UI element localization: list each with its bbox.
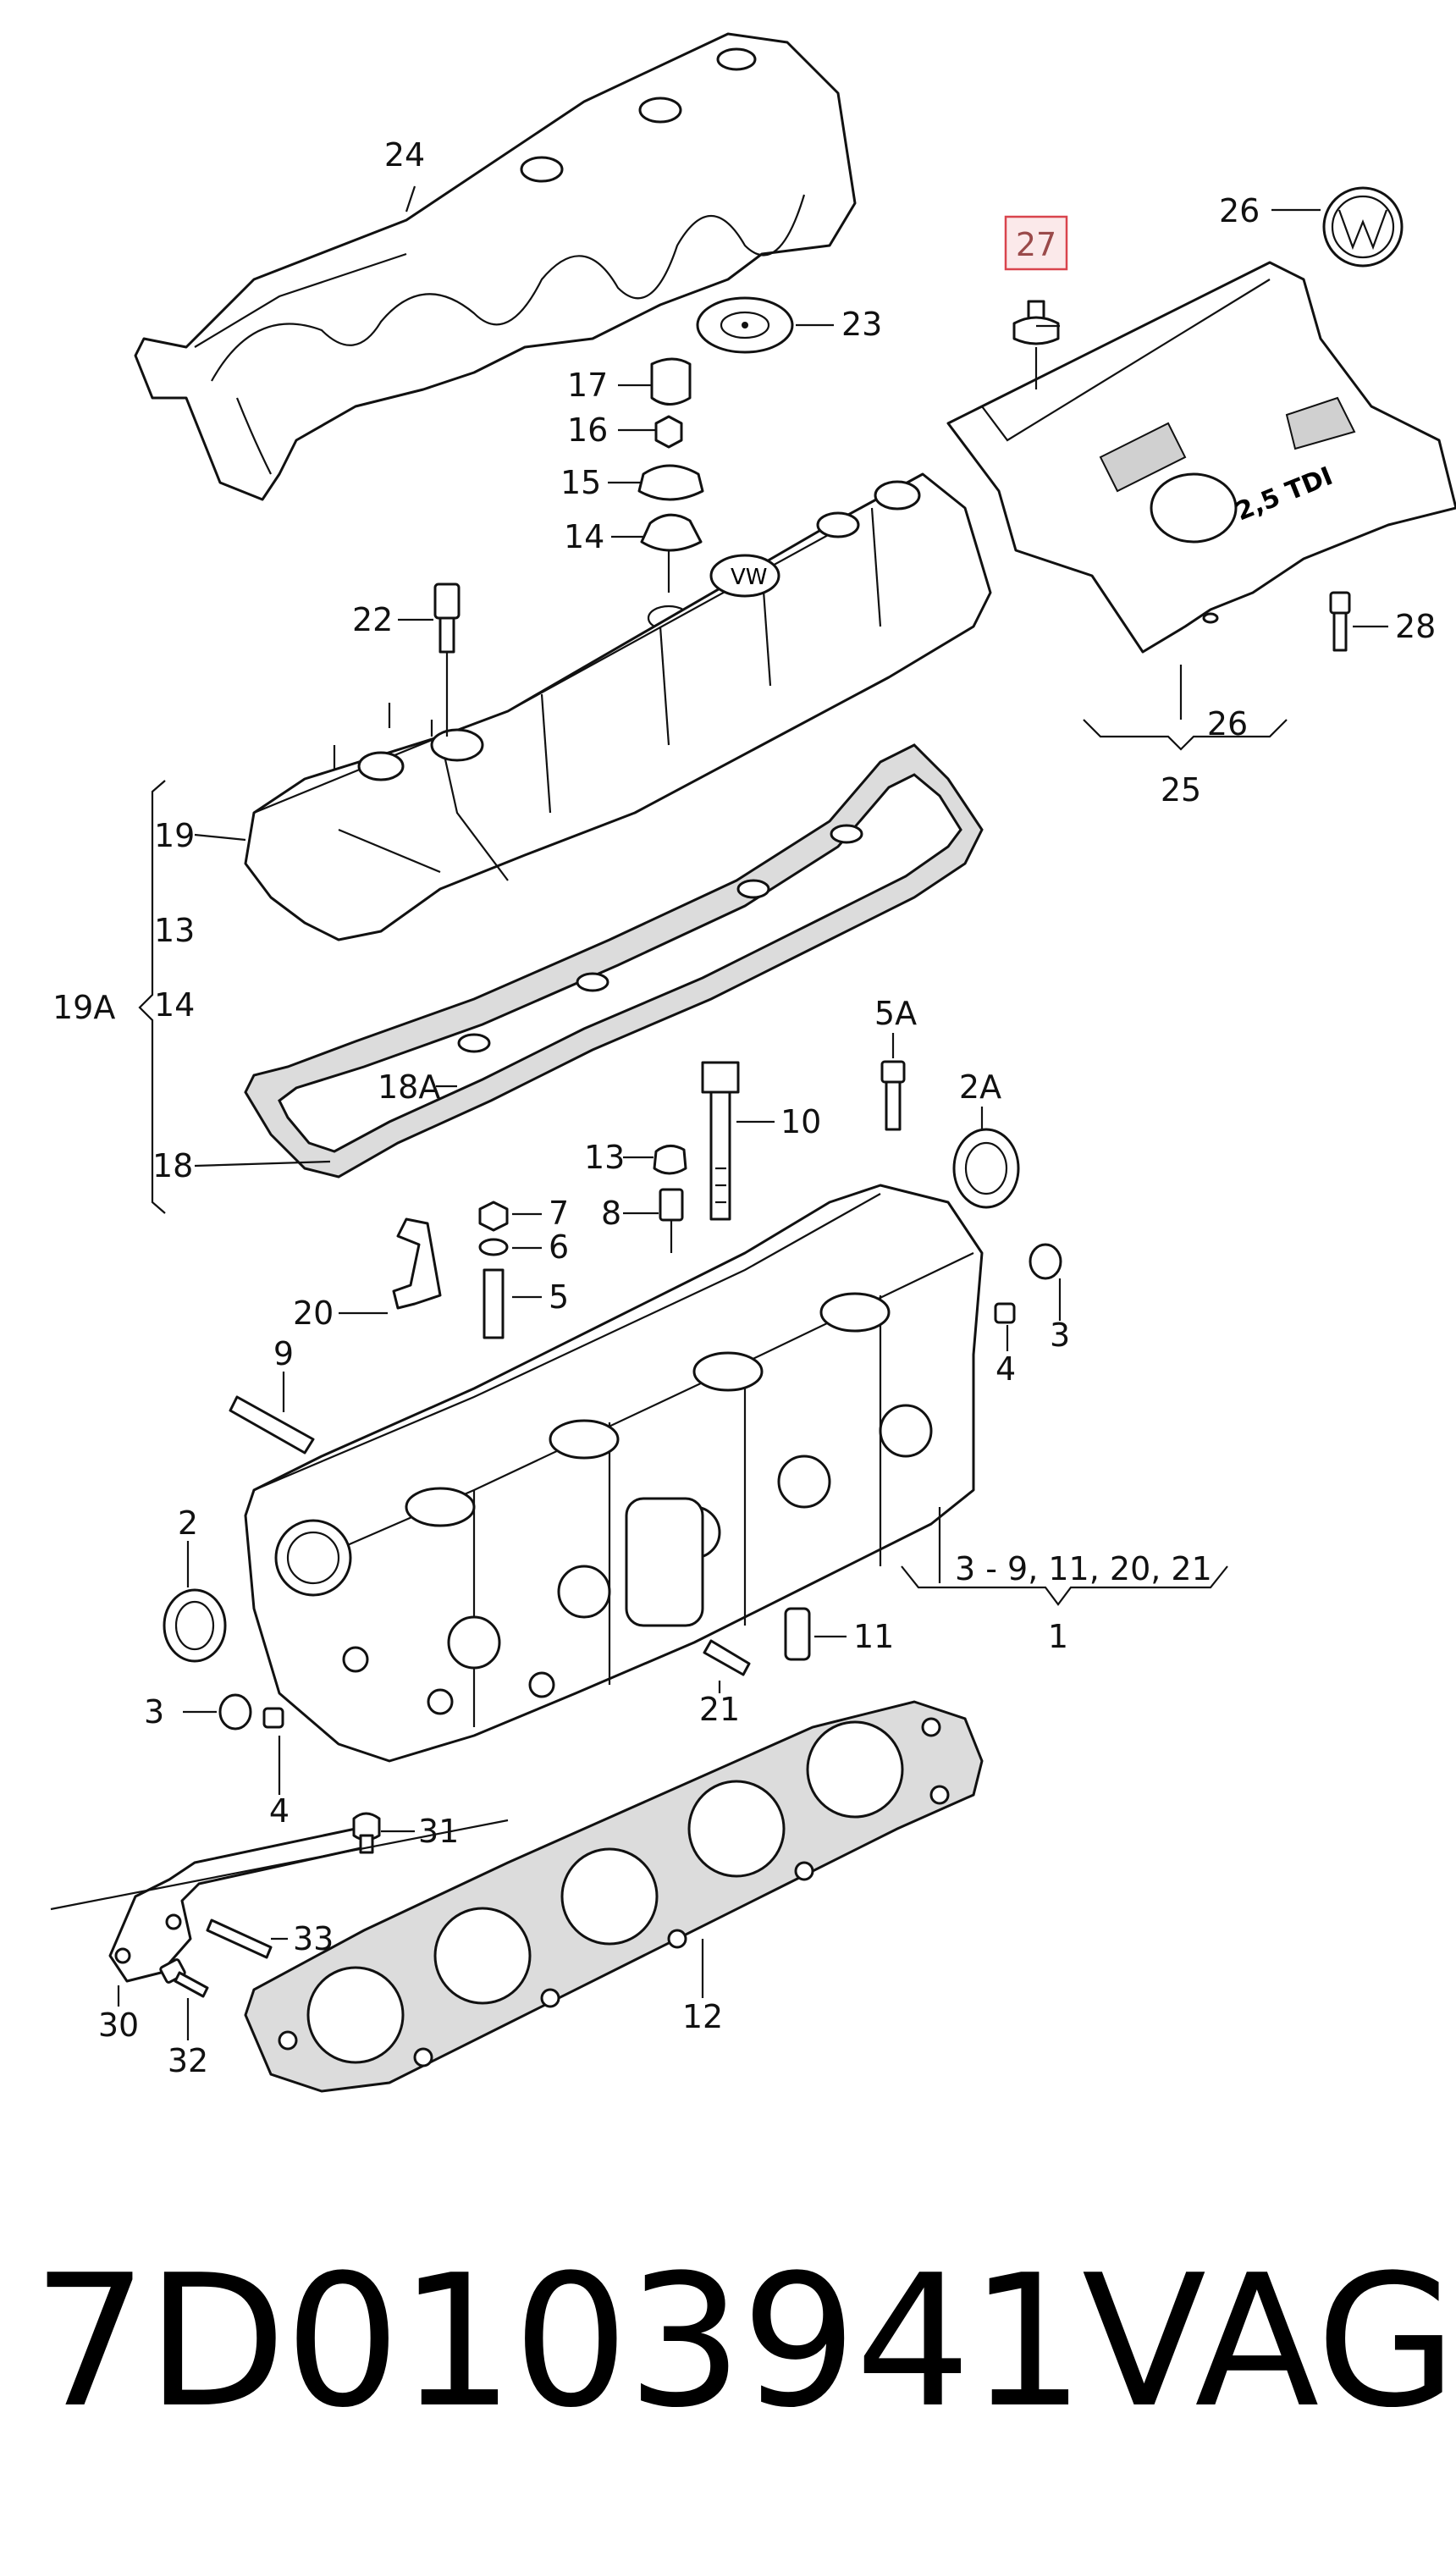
gasket-part-18 [244, 743, 984, 1179]
plug-part-3-lower [218, 1693, 252, 1731]
fastener-stack-parts-5-7 [478, 1201, 509, 1339]
callout-6: 6 [549, 1228, 569, 1266]
callout-12: 12 [682, 1998, 723, 2035]
seal-part-2 [163, 1588, 227, 1663]
callout-4-upper: 4 [995, 1350, 1016, 1388]
callout-23: 23 [841, 306, 882, 343]
vw-emblem-part-26 [1322, 186, 1404, 268]
plug-part-3-upper [1029, 1243, 1062, 1280]
bolt-part-32 [159, 1958, 209, 1998]
stud-part-9 [229, 1395, 315, 1455]
seal-part-2A [952, 1128, 1020, 1209]
callout-32: 32 [168, 2042, 208, 2079]
callout-4-lower: 4 [269, 1792, 290, 1830]
bolt-part-10 [701, 1061, 740, 1221]
callout-3-lower: 3 [144, 1693, 164, 1731]
nut-part-27 [1012, 300, 1060, 389]
part-number: 7D0103941 [32, 2235, 1085, 2448]
bolt-part-5A [880, 1060, 906, 1131]
callout-5: 5 [549, 1278, 569, 1316]
callout-27: 27 [1016, 226, 1056, 263]
plug-part-4-upper [994, 1302, 1016, 1324]
callout-31: 31 [418, 1813, 459, 1850]
callout-30: 30 [98, 2007, 139, 2044]
callout-11: 11 [853, 1618, 894, 1655]
callout-13: 13 [584, 1139, 625, 1176]
engine-cover-part-26: 2,5 TDI [946, 261, 1456, 654]
callout-labels: 24 23 17 16 15 14 22 19 13 19A 14 18A 18… [52, 136, 1436, 2079]
callout-26-cover: 26 [1207, 705, 1248, 743]
callout-19A: 19A [52, 989, 115, 1026]
leader-lines [50, 185, 1388, 2040]
mounting-stack-parts-14-17 [637, 357, 704, 632]
stud-part-8 [659, 1188, 684, 1253]
plug-part-4-lower [262, 1707, 284, 1729]
callout-9: 9 [273, 1335, 294, 1372]
svg-text:VW: VW [731, 565, 768, 590]
callout-22: 22 [352, 601, 393, 638]
engine-cover-part-24 [134, 32, 857, 501]
bracket-part-30 [108, 1827, 374, 1983]
callout-14-group: 14 [154, 986, 195, 1024]
head-gasket-part-12 [244, 1700, 984, 2093]
callout-21: 21 [699, 1691, 740, 1728]
nut-part-13 [653, 1145, 687, 1175]
callout-18A: 18A [378, 1068, 440, 1106]
callout-7: 7 [549, 1195, 569, 1232]
exploded-parts-diagram: VW 2,5 TDI [50, 32, 1456, 2093]
callout-26-emblem: 26 [1219, 192, 1260, 229]
caption-bar: 7D0103941 VAG [0, 2235, 1456, 2489]
callout-3-to-9-11-20-21: 3 - 9, 11, 20, 21 [955, 1550, 1212, 1587]
callout-25: 25 [1161, 771, 1201, 809]
callout-3-upper: 3 [1050, 1317, 1070, 1354]
callout-5A: 5A [874, 995, 917, 1032]
callout-14: 14 [564, 518, 604, 555]
cylinder-head-cover-part-19: VW [244, 472, 992, 941]
callout-13-group: 13 [154, 912, 195, 949]
callout-15: 15 [560, 464, 601, 501]
callout-1: 1 [1048, 1618, 1068, 1655]
callout-8: 8 [601, 1195, 621, 1232]
grommet-part-23 [696, 296, 794, 354]
bolt-part-28 [1329, 591, 1351, 652]
callout-27-highlight [1004, 215, 1068, 271]
cylinder-head-part-1 [244, 1184, 984, 1763]
pipe-part-20 [392, 1217, 442, 1310]
callout-19: 19 [154, 817, 195, 854]
stud-part-21 [703, 1639, 751, 1676]
callout-33: 33 [293, 1920, 334, 1957]
guide-part-11 [784, 1607, 811, 1661]
callout-16: 16 [567, 411, 608, 449]
bolt-part-22 [433, 582, 461, 737]
callout-28: 28 [1395, 608, 1436, 645]
callout-2: 2 [178, 1504, 198, 1542]
callout-20: 20 [293, 1295, 334, 1332]
bolt-part-33 [206, 1918, 273, 1959]
brand-name: VAG [1082, 2235, 1456, 2448]
callout-24: 24 [384, 136, 425, 174]
callout-18: 18 [152, 1147, 193, 1184]
callout-2A: 2A [959, 1068, 1001, 1106]
callout-10: 10 [780, 1103, 821, 1140]
callout-17: 17 [567, 367, 608, 404]
